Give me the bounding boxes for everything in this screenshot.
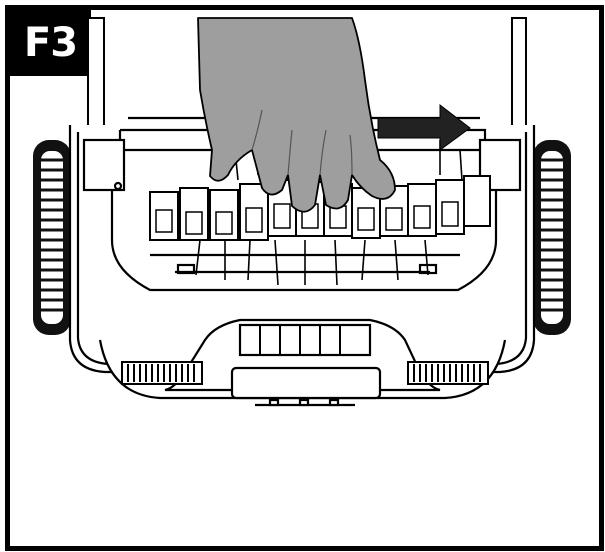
vent-grille-right [407, 361, 489, 385]
hand-illustration [197, 17, 396, 213]
direction-arrow [377, 103, 471, 151]
tine-cartridge [149, 175, 491, 241]
figure-label-badge: F3 [10, 10, 91, 76]
front-bumper [98, 318, 507, 407]
right-wheel [533, 140, 571, 335]
vent-grille-left [121, 361, 203, 385]
left-wheel [33, 140, 71, 335]
